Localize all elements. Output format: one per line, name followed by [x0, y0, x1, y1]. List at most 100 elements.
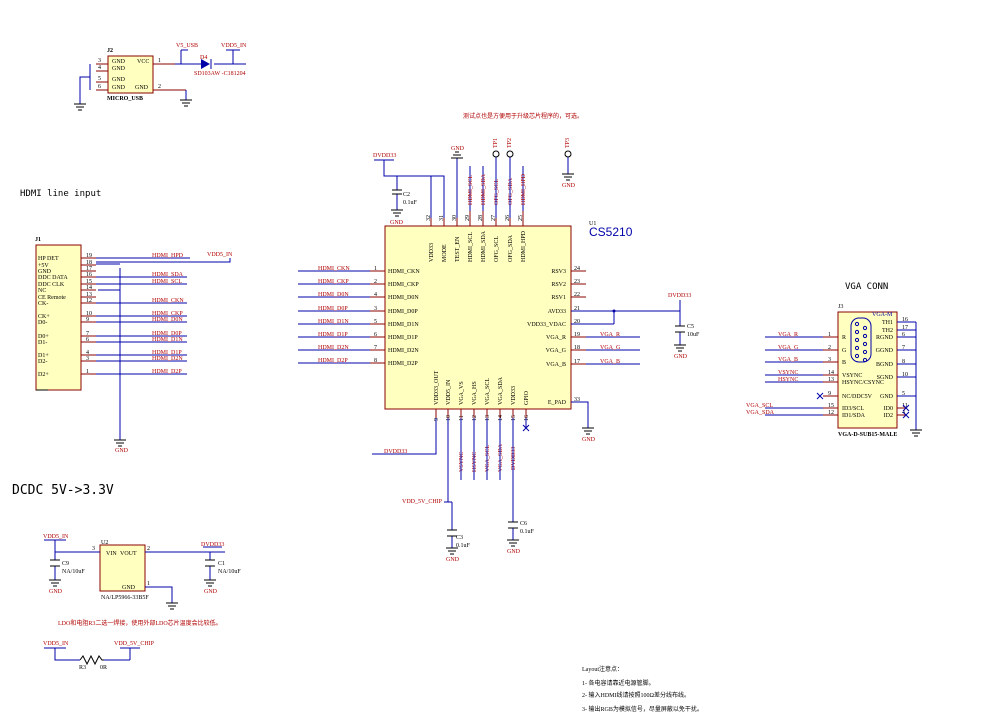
u1-bottom-pin-name: VGA_SCL [485, 378, 491, 405]
j1-net-label: HDMI_CKP [152, 311, 183, 317]
u1-left-net-label: HDMI_D1N [318, 319, 349, 325]
j3-right-pin-number: 7 [902, 345, 905, 351]
net-vdd5-in-r3: VDD5_IN [43, 641, 69, 647]
capacitor-c2 [392, 189, 402, 195]
j1-net-label: HDMI_SCL [152, 279, 182, 285]
j2-pin-5: 5 [98, 76, 101, 82]
u1-right-pin-number: 24 [574, 266, 580, 272]
tp2-icon [506, 150, 514, 158]
j2-pin-2: 2 [158, 84, 161, 90]
section-vga-conn: VGA CONN [845, 282, 888, 292]
u1-left-net-label: HDMI_CKP [318, 279, 349, 285]
j2-pin-6: 6 [98, 84, 101, 90]
u1-top-pin-number: 27 [491, 215, 497, 221]
diode-icon [201, 59, 210, 69]
u1-top-pin-number: 32 [426, 215, 432, 221]
u1-right-pin-number: 18 [574, 345, 580, 351]
u1-top-pin-name: TEST_EN [455, 236, 461, 262]
gnd-symbol [562, 173, 574, 181]
gnd-symbol [114, 439, 126, 447]
u2-ref: U2 [101, 540, 108, 546]
j1-net-label: HDMI_D1P [152, 350, 182, 356]
capacitor-c1 [205, 559, 215, 567]
u1-bottom-pin-name: VDD33 [511, 386, 517, 405]
tp1-icon [492, 150, 500, 158]
j1-pin-number: 10 [86, 311, 92, 317]
j1-pin-number: 7 [86, 331, 89, 337]
u1-right-pin-number: 20 [574, 319, 580, 325]
u1-left-pin-number: 8 [374, 358, 377, 364]
j1-net-label: HDMI_D1N [152, 337, 183, 343]
no-connect-icon [816, 392, 824, 400]
j1-pin-name: D0+ [38, 334, 49, 340]
u1-bottom-pin-number: 13 [485, 415, 491, 421]
j3-left-pin-number: 15 [828, 403, 834, 409]
j3-left-pin-name: G [842, 348, 847, 354]
dsub-pin-icon [862, 341, 868, 347]
layout-note-1: 1- 各电容请靠近电源管脚。 [582, 679, 655, 687]
gnd-symbol [391, 209, 403, 217]
u1-bottom-pin-name: VDD5_IN [446, 379, 452, 405]
j2-gnd-label-2: GND [112, 66, 126, 72]
j3-left-net-label: VGA_R [778, 332, 798, 338]
net-vdd5-in-ldo: VDD5_IN [43, 534, 69, 540]
r3-resistor: VDD5_IN VDD_5V_CHIP R3 0R [43, 641, 155, 671]
j3-left-net-label: VGA_G [778, 345, 799, 351]
j3-right-pin-number: 6 [902, 332, 905, 338]
u1-left-pin-name: HDMI_D2N [388, 348, 419, 354]
gnd-label-epad: GND [582, 437, 596, 443]
j1-pin-number: 13 [86, 292, 92, 298]
j3-right-pin-number: 11 [902, 403, 908, 409]
u1-right-pin-number: 33 [574, 397, 580, 403]
r3-value: 0R [100, 665, 107, 671]
j3-right-pin-number: 8 [902, 359, 905, 365]
u1-bottom-pin-number: 14 [498, 415, 504, 421]
u1-bottom-support: DVDD33 VDD_5V_CHIP C3 0.1uF GND C6 0.1uF… [372, 418, 535, 563]
u1-bottom-pin-name: VGA_SDA [498, 376, 504, 405]
u1-top-pin-number: 25 [518, 215, 524, 221]
u1-top-pin-name: OFG_SDA [508, 234, 514, 262]
j3-left-pin-number: 1 [828, 332, 831, 338]
u1-left-pin-number: 7 [374, 345, 377, 351]
j1-pin-name: +5V [38, 263, 49, 269]
j1-net-label: HDMI_D2N [152, 356, 183, 362]
u2-gnd: GND [122, 585, 136, 591]
gnd-symbol [582, 427, 594, 435]
j2-gnd-label-3: GND [112, 77, 126, 83]
net-dvdd33-top: DVDD33 [373, 153, 396, 159]
j2-part: MICRO_USB [107, 96, 143, 102]
j1-pin-number: 4 [86, 350, 89, 356]
u2-part: NA/LP5966-33B5F [101, 595, 149, 601]
c1-value: NA/10uF [218, 569, 241, 575]
j3-left-pin-name: ID1/SDA [842, 413, 866, 419]
u1-body [384, 225, 572, 410]
u1-left-net-label: HDMI_D1P [318, 332, 348, 338]
j1-pin-number: 12 [86, 298, 92, 304]
j1-pin-name: NC [38, 288, 46, 294]
u1-top-pin-number: 30 [452, 215, 458, 221]
j2-gnd-label-4: GND [112, 85, 126, 91]
u1-right-net-label: VGA_R [600, 332, 620, 338]
c3-ref: C3 [456, 535, 463, 541]
u1-top-pin-number: 29 [465, 215, 471, 221]
gnd-symbol [74, 103, 86, 111]
gnd-label-c2: GND [390, 220, 404, 226]
j3-title: VGA-M [872, 312, 893, 318]
j2-vcc-label: VCC [137, 59, 149, 65]
layout-notes: Layout注意点： 1- 各电容请靠近电源管脚。 2- 输入HDMI线请按照1… [582, 665, 703, 713]
j3-left-net-label: VSYNC [778, 370, 798, 376]
u1-right-pin-name: E_PAD [548, 400, 567, 406]
j3-left-pin-name: NC/DDC5V [842, 394, 873, 400]
j3-part: VGA-D-SUB15-MALE [838, 432, 897, 438]
d4-ref: D4 [200, 55, 207, 61]
u1-right-pin-number: 19 [574, 332, 580, 338]
u1-right-pin-name: VGA_B [546, 362, 566, 368]
u1-top-support: DVDD33 C2 0.1uF GND GND TP1 TP2 TP3 GND … [373, 112, 583, 226]
capacitor-c6 [508, 521, 518, 529]
j2-pin-1: 1 [158, 58, 161, 64]
j1-pin-number: 1 [86, 369, 89, 375]
u1-right-pin-number: 22 [574, 292, 580, 298]
j3-right-pin-number: 5 [902, 391, 905, 397]
u1-bottom-pin-number: 10 [446, 415, 452, 421]
